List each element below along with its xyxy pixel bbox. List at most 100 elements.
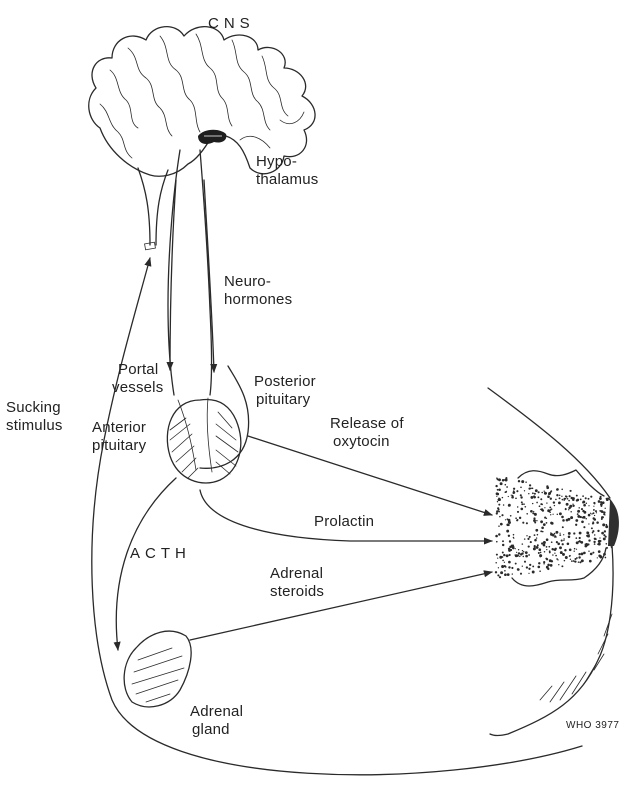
stipple-dot	[526, 535, 527, 536]
stipple-dot	[502, 479, 505, 482]
stipple-dot	[558, 564, 559, 565]
stipple-dot	[574, 548, 576, 550]
stipple-dot	[593, 502, 595, 504]
stipple-dot	[585, 518, 586, 519]
stipple-dot	[582, 511, 583, 512]
stipple-dot	[579, 537, 581, 539]
stipple-dot	[596, 521, 599, 524]
stipple-dot	[569, 490, 571, 492]
stipple-dot	[529, 484, 531, 486]
stipple-dot	[496, 541, 498, 543]
stipple-dot	[536, 520, 537, 521]
stipple-dot	[600, 510, 603, 513]
stipple-dot	[545, 558, 547, 560]
stipple-dot	[555, 531, 558, 534]
stipple-dot	[586, 531, 589, 534]
stipple-dot	[600, 503, 603, 506]
stipple-dot	[552, 549, 554, 551]
stipple-dot	[593, 506, 594, 507]
stipple-dot	[597, 543, 598, 544]
stipple-dot	[553, 501, 555, 503]
label-neurohormones-2: hormones	[224, 291, 292, 308]
stipple-dot	[591, 513, 592, 514]
stipple-dot	[508, 535, 510, 537]
stipple-dot	[528, 573, 529, 574]
stipple-dot	[518, 549, 519, 550]
stipple-dot	[575, 519, 578, 522]
stipple-dot	[504, 570, 506, 572]
stipple-dot	[576, 495, 578, 497]
stipple-dot	[561, 489, 563, 491]
glandular-tissue	[495, 477, 609, 578]
stipple-dot	[555, 555, 557, 557]
stipple-dot	[565, 508, 567, 510]
stipple-dot	[499, 516, 501, 518]
stipple-dot	[534, 534, 536, 536]
stipple-dot	[516, 552, 517, 553]
stipple-dot	[577, 510, 580, 513]
stipple-dot	[525, 551, 528, 554]
stipple-dot	[515, 497, 517, 499]
stipple-dot	[513, 488, 515, 490]
stipple-dot	[528, 546, 530, 548]
stipple-dot	[554, 549, 557, 552]
stipple-dot	[546, 546, 548, 548]
stipple-dot	[532, 492, 534, 494]
stipple-dot	[524, 506, 526, 508]
stipple-dot	[519, 517, 521, 519]
label-portal-vessels-1: Portal	[118, 361, 158, 378]
stipple-dot	[509, 545, 512, 548]
label-prolactin: Prolactin	[314, 513, 374, 530]
stipple-dot	[578, 561, 580, 563]
stipple-dot	[544, 507, 545, 508]
stipple-dot	[581, 553, 584, 556]
label-adrenal-gland-2: gland	[192, 721, 230, 738]
stipple-dot	[604, 508, 605, 509]
stipple-dot	[559, 534, 561, 536]
stipple-dot	[597, 530, 599, 532]
stipple-dot	[497, 557, 498, 558]
stipple-dot	[590, 513, 591, 514]
stipple-dot	[540, 498, 542, 500]
stipple-dot	[573, 532, 575, 534]
stipple-dot	[573, 560, 575, 562]
stipple-dot	[580, 516, 582, 518]
stipple-dot	[598, 540, 601, 543]
stipple-dot	[563, 538, 564, 539]
stipple-dot	[605, 536, 607, 538]
stipple-dot	[590, 553, 593, 556]
stipple-dot	[543, 561, 545, 563]
stipple-dot	[517, 506, 518, 507]
stipple-dot	[565, 498, 567, 500]
breast-icon	[488, 388, 619, 736]
stipple-dot	[565, 556, 568, 559]
stipple-dot	[498, 489, 501, 492]
stipple-dot	[543, 544, 546, 547]
stipple-dot	[594, 534, 595, 535]
stipple-dot	[582, 560, 584, 562]
stipple-dot	[568, 509, 569, 510]
stipple-dot	[514, 554, 515, 555]
stipple-dot	[516, 490, 518, 492]
stipple-dot	[598, 550, 601, 553]
stipple-dot	[566, 496, 568, 498]
stipple-dot	[578, 553, 580, 555]
stipple-dot	[546, 522, 548, 524]
stipple-dot	[509, 554, 511, 556]
stipple-dot	[497, 501, 498, 502]
stipple-dot	[592, 530, 594, 532]
stipple-dot	[578, 556, 580, 558]
stipple-dot	[604, 530, 606, 532]
pathway-arrows	[92, 180, 582, 775]
stipple-dot	[535, 489, 538, 492]
stipple-dot	[544, 551, 546, 553]
stipple-dot	[554, 553, 555, 554]
stipple-dot	[592, 552, 594, 554]
stipple-dot	[593, 512, 595, 514]
stipple-dot	[524, 538, 525, 539]
stipple-dot	[496, 512, 498, 514]
stipple-dot	[528, 487, 530, 489]
label-adrenal-steroids-2: steroids	[270, 583, 324, 600]
stipple-dot	[577, 513, 579, 515]
